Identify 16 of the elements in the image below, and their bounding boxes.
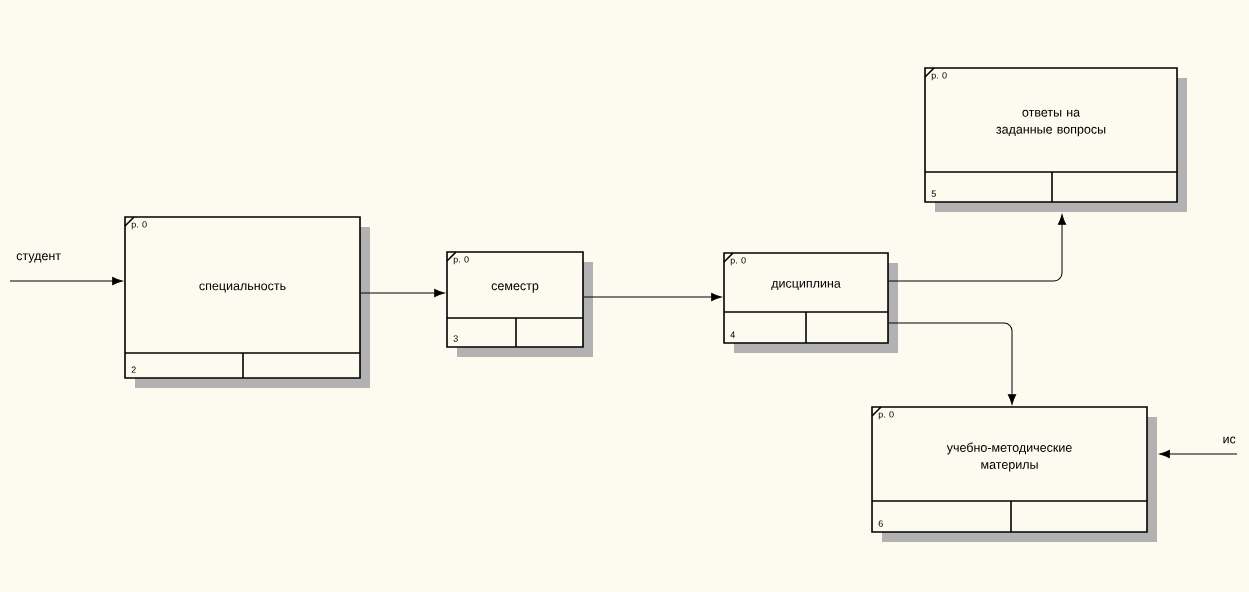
- arrow: [1159, 449, 1238, 459]
- arrow: [888, 214, 1067, 282]
- process-box: p. 0 специальность 2: [124, 216, 370, 388]
- node-label: 5: [931, 190, 936, 197]
- process-box: p. 0 дисциплина 4: [723, 252, 898, 353]
- arrow: [360, 288, 445, 298]
- arrow: [9, 276, 123, 286]
- process-box: p. 0 семестр 3: [446, 251, 593, 357]
- edge-label: ис: [1221, 435, 1237, 445]
- process-box: p. 0 учебно-методические материлы 6: [871, 406, 1157, 542]
- node-label: p. 0: [131, 221, 147, 230]
- arrow: [888, 322, 1017, 405]
- node-label: p. 0: [931, 72, 947, 81]
- edge-label: студент: [15, 252, 63, 264]
- arrow: [583, 292, 722, 302]
- process-box: p. 0 ответы на заданные вопросы 5: [924, 67, 1187, 212]
